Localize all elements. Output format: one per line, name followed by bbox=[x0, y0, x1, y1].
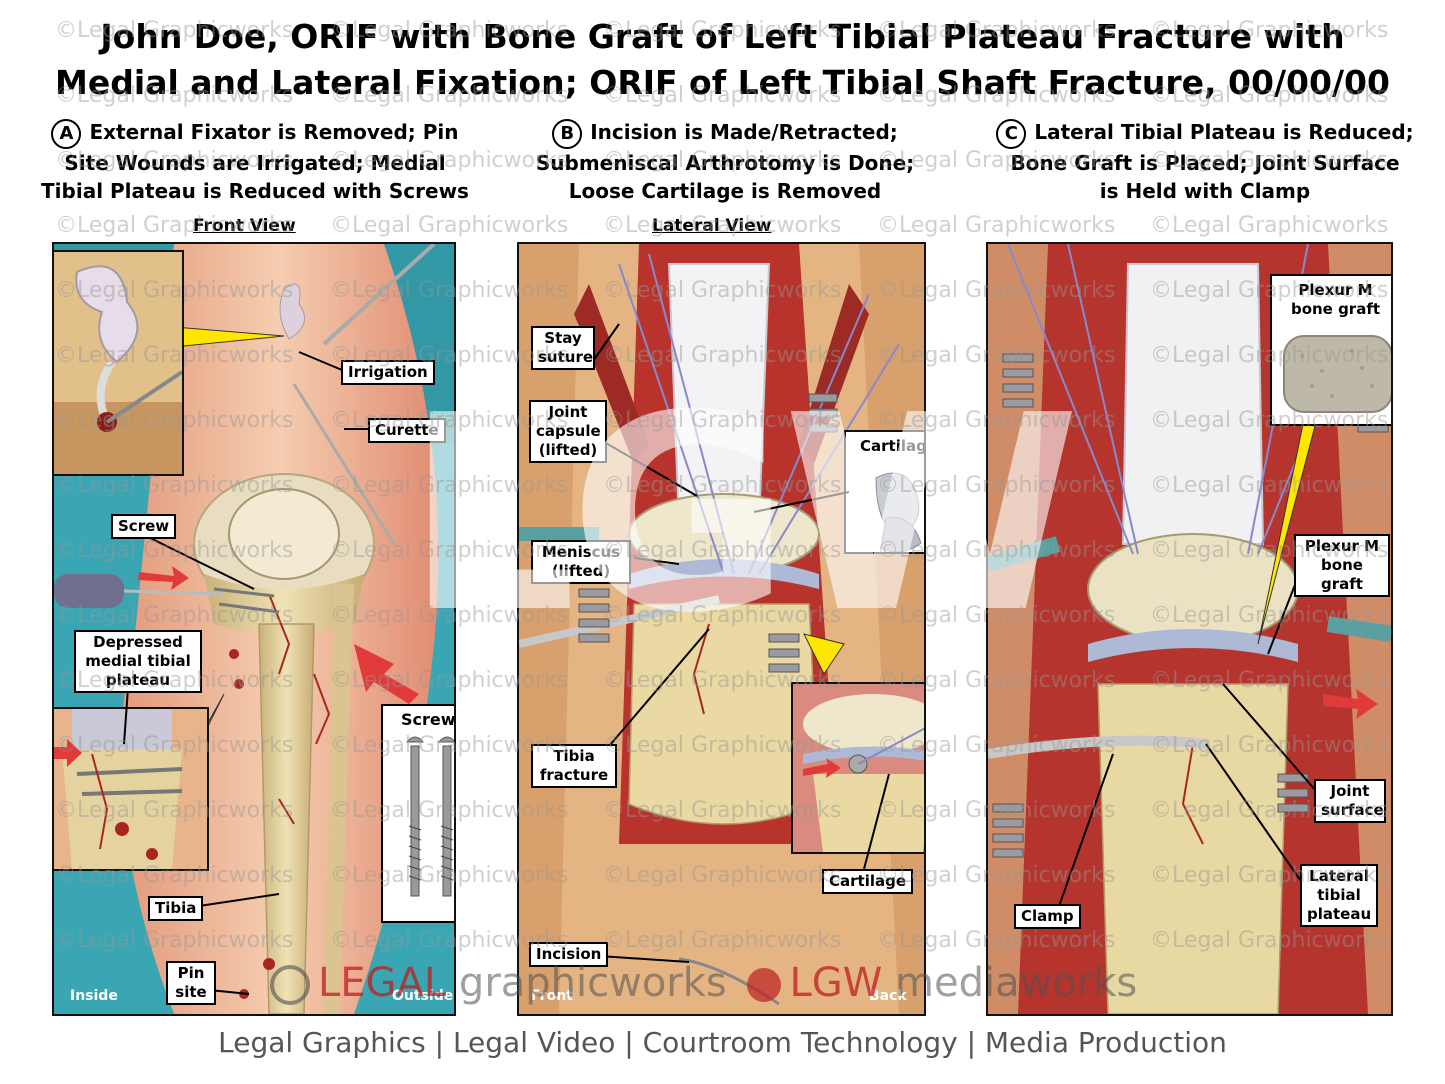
front-label: Front bbox=[531, 988, 573, 1004]
back-label: Back bbox=[869, 988, 907, 1004]
step-a-badge: A bbox=[51, 118, 82, 149]
irrigation-label: Irrigation bbox=[341, 360, 435, 385]
lateral-view-label: Lateral View bbox=[652, 216, 772, 236]
step-b-badge: B bbox=[552, 118, 583, 149]
bone-graft-label: Plexur M bone graft bbox=[1294, 534, 1390, 597]
tagline: Legal Graphics | Legal Video | Courtroom… bbox=[218, 1026, 1227, 1059]
clamp-label: Clamp bbox=[1014, 904, 1081, 929]
bone-graft-inset-label: Plexur M bone graft bbox=[1290, 281, 1381, 318]
joint-capsule-label: Joint capsule (lifted) bbox=[529, 400, 607, 463]
front-view-label: Front View bbox=[193, 216, 296, 236]
brand-mediaworks: mediaworks bbox=[895, 960, 1138, 1006]
title-line-2: Medial and Lateral Fixation; ORIF of Lef… bbox=[55, 63, 1390, 102]
panel-b-leader-lines bbox=[590, 323, 890, 963]
cartilage-inset-bottom bbox=[791, 682, 924, 854]
irrigation-inset bbox=[54, 250, 184, 476]
panel-c-leader-lines bbox=[1057, 571, 1324, 910]
play-icon bbox=[747, 968, 782, 1002]
outside-label: Outside bbox=[392, 988, 454, 1004]
meniscus-label: Meniscus (lifted) bbox=[531, 540, 631, 584]
depressed-plateau-inset bbox=[54, 707, 209, 871]
watermark-text: ©Legal Graphicworks bbox=[1150, 213, 1389, 238]
panel-b-lateral-view: Stay suture Joint capsule (lifted) Carti… bbox=[517, 242, 926, 1016]
title-line-1: John Doe, ORIF with Bone Graft of Left T… bbox=[100, 17, 1345, 56]
panel-c-illustration bbox=[988, 244, 1391, 1014]
bone-graft-inset bbox=[1270, 274, 1391, 426]
brand-legal: LEGAL bbox=[318, 960, 447, 1006]
panel-a-front-view: Screws Irrigation Curette Screw Depresse… bbox=[52, 242, 456, 1016]
joint-surface-label: Joint surface bbox=[1314, 779, 1386, 823]
tibia-label: Tibia bbox=[148, 896, 204, 921]
stay-suture-label: Stay suture bbox=[531, 326, 595, 370]
curette-label: Curette bbox=[368, 418, 446, 443]
panel-c-view: Plexur M bone graft Plexur M bone graft … bbox=[986, 242, 1393, 1016]
brand-lgw: LGW bbox=[789, 960, 883, 1006]
magnifier-icon bbox=[270, 965, 310, 1005]
screw-icons bbox=[405, 736, 454, 897]
incision-label: Incision bbox=[529, 942, 609, 967]
screw-label: Screw bbox=[111, 514, 177, 539]
cartilage-inset-top bbox=[844, 430, 924, 554]
watermark-text: ©Legal Graphicworks bbox=[330, 213, 569, 238]
brand-graphicworks: graphicworks bbox=[458, 960, 727, 1006]
cartilage-bottom-label: Cartilage bbox=[822, 869, 914, 894]
pin-site-label: Pin site bbox=[166, 961, 216, 1005]
lateral-tibial-plateau-label: Lateral tibial plateau bbox=[1300, 864, 1378, 927]
cartilage-top-label: Cartilage bbox=[860, 437, 926, 455]
screws-inset: Screws bbox=[381, 704, 456, 923]
inside-label: Inside bbox=[70, 988, 118, 1004]
tibia-fracture-label: Tibia fracture bbox=[531, 744, 617, 788]
watermark-text: ©Legal Graphicworks bbox=[877, 213, 1116, 238]
screws-title: Screws bbox=[400, 710, 456, 729]
brand-footer: LEGAL graphicworks LGW mediaworks bbox=[270, 960, 1137, 1006]
depressed-plateau-label: Depressed medial tibial plateau bbox=[74, 630, 202, 693]
step-c-badge: C bbox=[996, 118, 1027, 149]
